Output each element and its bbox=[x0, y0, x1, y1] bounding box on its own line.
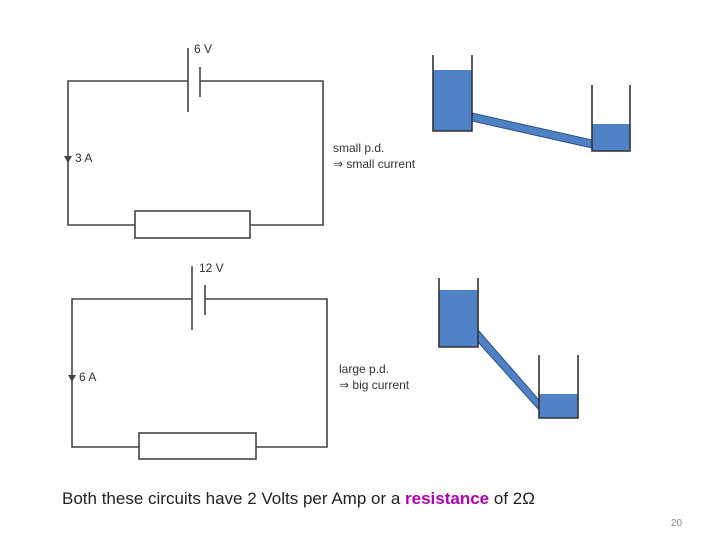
circuit-bottom-resistor bbox=[138, 432, 257, 460]
circuit-top-resistor bbox=[134, 210, 251, 239]
circuit-top-current-label: 3 A bbox=[75, 151, 93, 165]
caption-highlight-resistance: resistance bbox=[405, 489, 490, 508]
circuit-bottom-wire bbox=[71, 298, 328, 448]
caption-text-before: Both these circuits have 2 Volts per Amp… bbox=[62, 489, 406, 508]
circuit-top-note-line1: small p.d. bbox=[333, 141, 385, 155]
water-bottom-pipe bbox=[477, 328, 540, 412]
water-top-low-tank bbox=[591, 85, 631, 152]
circuit-top-wire bbox=[67, 80, 324, 226]
water-top-low-tank-water bbox=[592, 124, 630, 151]
circuit-top bbox=[64, 48, 324, 239]
circuit-top-note-line2: ⇒ small current bbox=[333, 157, 416, 171]
water-top-high-tank bbox=[432, 55, 473, 132]
circuit-top-voltage-label: 6 V bbox=[194, 42, 213, 56]
water-analogy-top bbox=[432, 55, 631, 152]
circuit-bottom-current-label: 6 A bbox=[79, 370, 97, 384]
circuit-bottom-voltage-label: 12 V bbox=[199, 261, 224, 275]
circuit-top-current-arrow bbox=[64, 156, 72, 163]
water-analogy-bottom bbox=[438, 278, 579, 419]
circuit-bottom bbox=[68, 266, 328, 460]
water-top-high-tank-water bbox=[433, 70, 472, 131]
water-top-pipe bbox=[471, 112, 593, 149]
water-bottom-low-tank-water bbox=[539, 394, 578, 418]
circuit-bottom-note-line1: large p.d. bbox=[339, 362, 390, 376]
caption: Both these circuits have 2 Volts per Amp… bbox=[62, 489, 535, 509]
water-bottom-high-tank-water bbox=[439, 290, 478, 347]
circuit-bottom-current-arrow bbox=[68, 375, 76, 382]
caption-text-after: of 2Ω bbox=[489, 489, 535, 508]
water-bottom-low-tank bbox=[538, 355, 579, 419]
slide-number: 20 bbox=[671, 518, 683, 529]
water-bottom-high-tank bbox=[438, 278, 479, 348]
circuit-bottom-note-line2: ⇒ big current bbox=[339, 378, 410, 392]
